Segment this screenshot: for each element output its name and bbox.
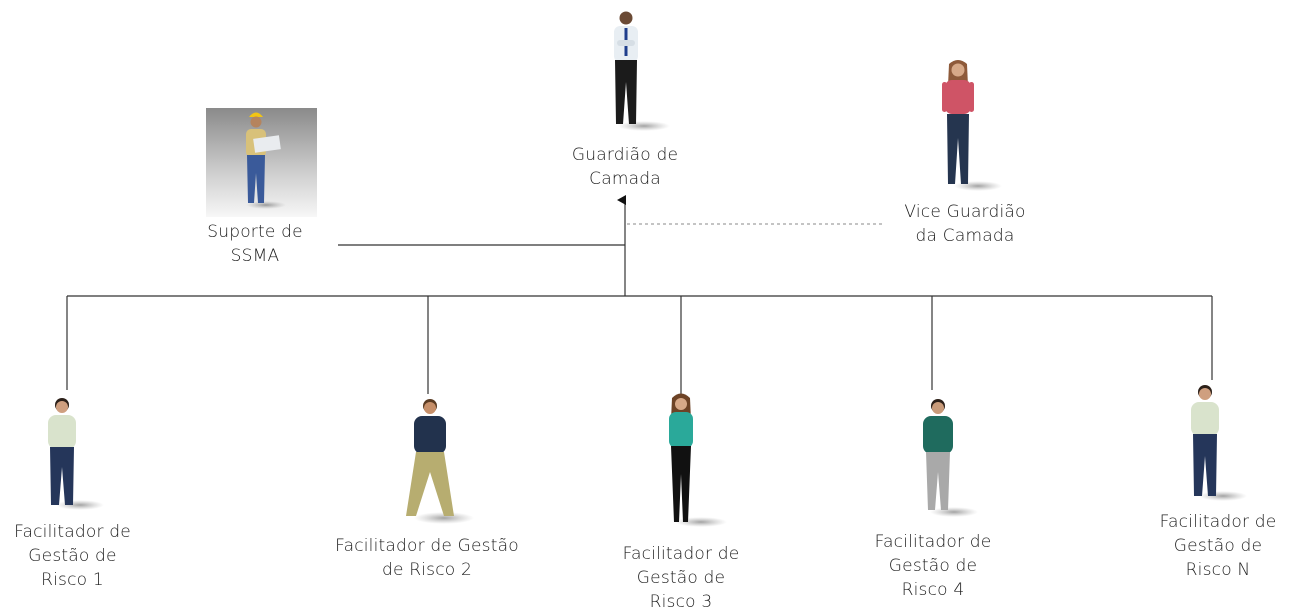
facilitador-4-figure: [923, 399, 978, 517]
facilitador-2-label-line1: Facilitador de Gestão: [335, 536, 519, 556]
ssma-figure: [246, 112, 286, 209]
guardiao-label: Guardião de Camada: [540, 143, 710, 191]
vice-label: Vice Guardião da Camada: [875, 200, 1055, 248]
facilitador-1-label-line1: Facilitador de: [14, 522, 131, 542]
ssma-label-line1: Suporte de: [207, 222, 303, 242]
facilitador-3-label-line1: Facilitador de: [622, 544, 740, 564]
facilitador-1-label-line2: Gestão de: [28, 546, 117, 566]
facilitador-2-label: Facilitador de Gestão de Risco 2: [318, 534, 536, 582]
facilitador-1-figure: [48, 398, 104, 510]
guardiao-label-line2: Camada: [589, 169, 661, 189]
guardiao-label-line1: Guardião de: [571, 145, 679, 165]
facilitador-3-label-line2: Gestão de: [636, 568, 726, 588]
facilitador-2-label-line2: de Risco 2: [381, 560, 472, 580]
vice-label-line1: Vice Guardião: [904, 202, 1026, 222]
facilitador-1-label: Facilitador de Gestão de Risco 1: [0, 520, 145, 592]
facilitador-n-label-line1: Facilitador de: [1159, 512, 1277, 532]
facilitador-3-figure: [669, 393, 727, 527]
ssma-label-line2: SSMA: [230, 246, 280, 266]
facilitador-n-figure: [1191, 385, 1247, 501]
facilitador-1-label-line3: Risco 1: [41, 570, 104, 590]
facilitador-3-label-line3: Risco 3: [649, 592, 713, 612]
facilitador-n-label-line3: Risco N: [1185, 560, 1251, 580]
facilitador-3-label: Facilitador de Gestão de Risco 3: [606, 542, 756, 614]
facilitador-4-label-line1: Facilitador de: [874, 532, 992, 552]
vice-label-line2: da Camada: [915, 226, 1015, 246]
facilitador-n-label: Facilitador de Gestão de Risco N: [1143, 510, 1293, 582]
facilitador-n-label-line2: Gestão de: [1173, 536, 1263, 556]
guardiao-figure: [614, 11, 670, 131]
facilitador-4-label-line2: Gestão de: [888, 556, 978, 576]
facilitador-2-figure: [406, 399, 474, 524]
ssma-label: Suporte de SSMA: [180, 220, 330, 268]
vice-figure: [942, 60, 1002, 191]
facilitador-4-label-line3: Risco 4: [901, 580, 965, 600]
connector-lines: [66, 195, 1213, 394]
facilitador-4-label: Facilitador de Gestão de Risco 4: [858, 530, 1008, 602]
